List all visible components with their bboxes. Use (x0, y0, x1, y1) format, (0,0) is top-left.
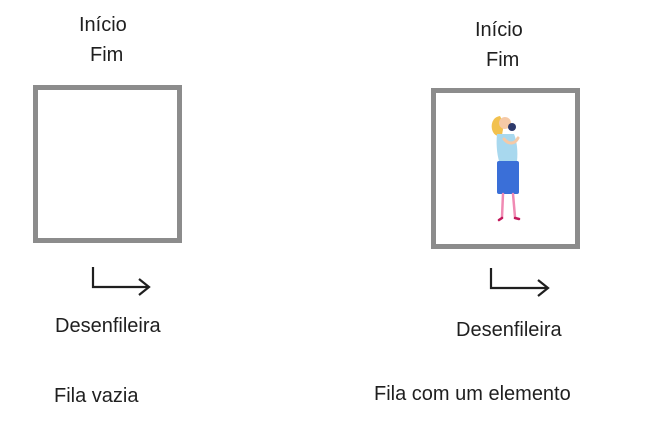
dequeue-label: Desenfileira (55, 315, 161, 337)
empty-queue-panel: Início Fim Desenfileira Fila vazia (0, 0, 300, 426)
end-label: Fim (486, 49, 520, 71)
end-label: Fim (90, 44, 124, 66)
start-label: Início (475, 19, 523, 41)
single-element-queue-panel: Início Fim Desenfileira Fila com um elem… (330, 0, 657, 426)
panel-caption: Fila com um elemento (374, 383, 571, 405)
queue-box-one-element (431, 88, 580, 249)
panel-caption: Fila vazia (54, 385, 139, 407)
dequeue-label: Desenfileira (456, 319, 562, 341)
dequeue-arrow-icon (91, 267, 151, 296)
person-holding-baby-icon (491, 116, 521, 222)
dequeue-arrow-icon (489, 268, 550, 297)
queue-box-empty (33, 85, 182, 243)
start-label: Início (79, 14, 127, 36)
